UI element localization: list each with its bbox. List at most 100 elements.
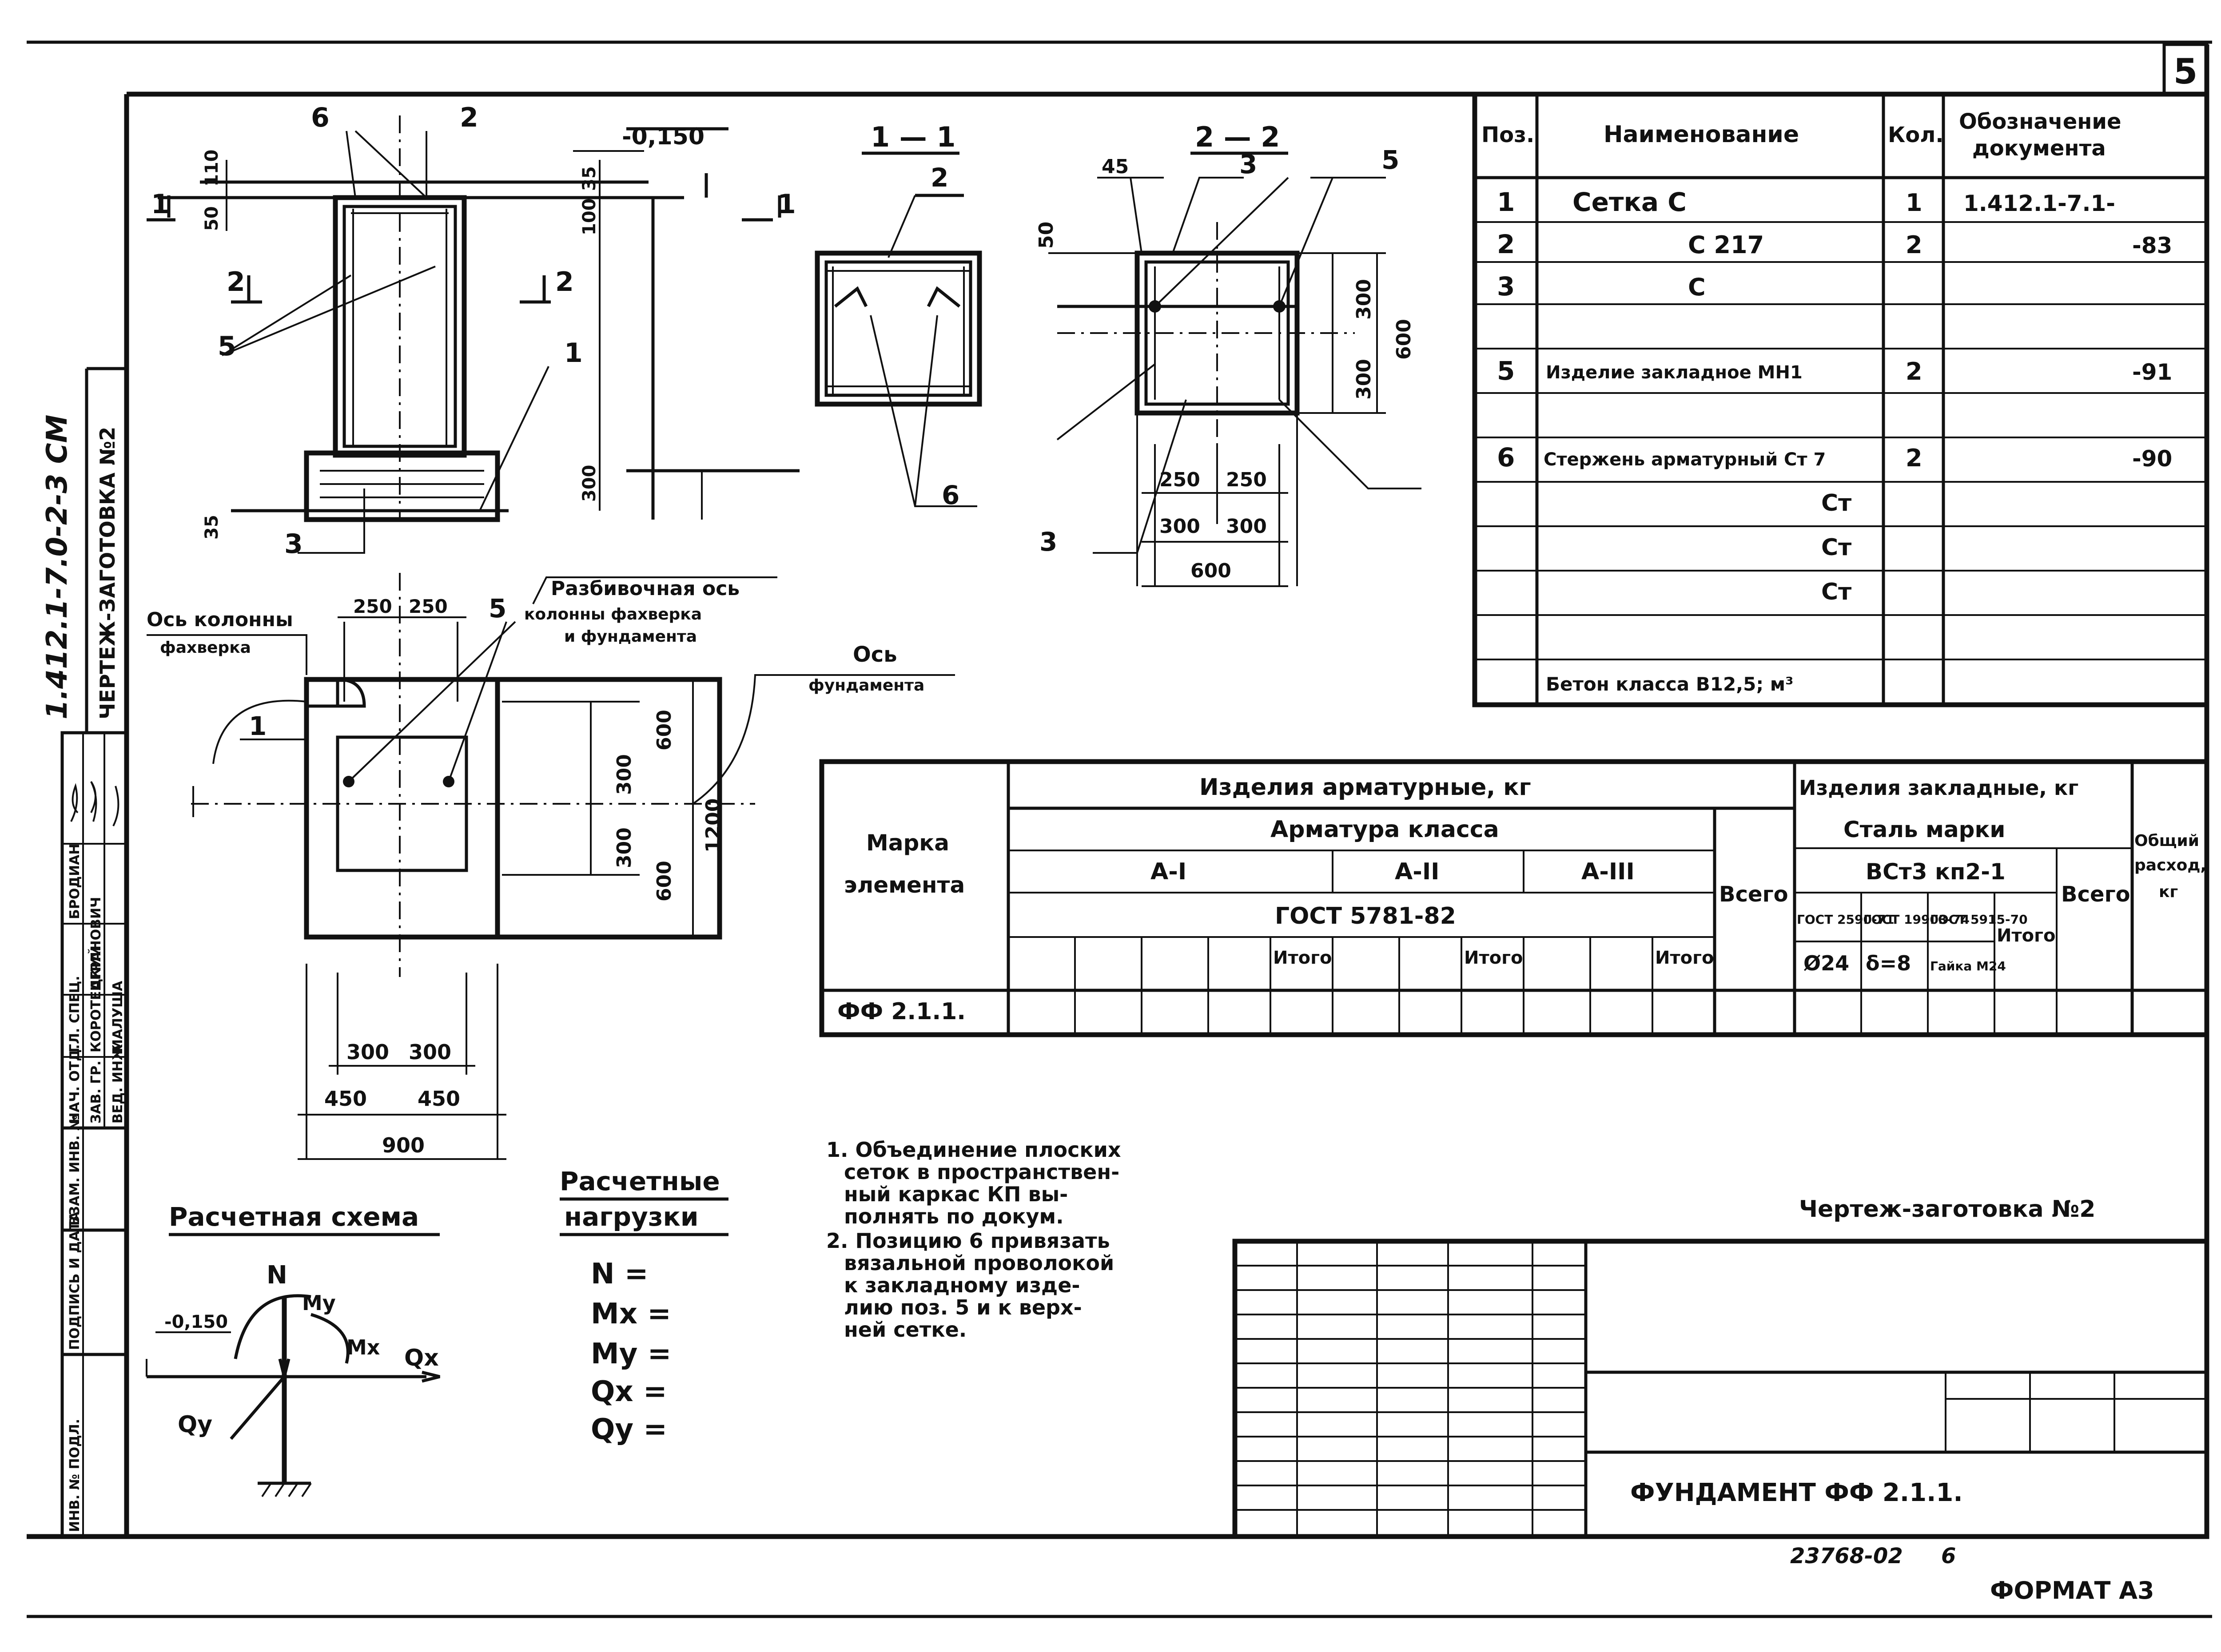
- plan-dim-right-300-top: 300: [613, 754, 636, 795]
- steel-embedded-size-3: Гайка М24: [1930, 959, 2006, 973]
- plan-axis-layout-label-2: колонны фахверка: [524, 605, 702, 623]
- plan-axis-layout-label-3: и фундамента: [564, 627, 697, 646]
- element-name: ФУНДАМЕНТ ФФ 2.1.1.: [1630, 1478, 1963, 1507]
- section-2-2-dim-50: 50: [1035, 222, 1058, 249]
- load-item-my: My =: [591, 1338, 671, 1370]
- note-2-line-1: 2. Позицию 6 привязать: [826, 1229, 1110, 1253]
- section-2-2-dim-45: 45: [1102, 155, 1129, 178]
- spec-row-qty: 2: [1906, 444, 1922, 472]
- table-row: 2 С 217 2 -83: [1497, 229, 2172, 259]
- elevation-dim-35-bottom: 35: [202, 515, 222, 540]
- spec-header-name: Наименование: [1604, 121, 1799, 148]
- spec-header-doc-full: Обозначение документа: [1954, 168, 1961, 169]
- steel-total-header-3: кг: [2159, 883, 2178, 901]
- section-2-2-dim-600-bottom: 600: [1190, 560, 1231, 582]
- title-block: [1232, 1239, 2209, 1539]
- doc-code-vertical: 1.412.1-7.0-2-3 СМ: [41, 415, 74, 719]
- inventory-number: 23768-02: [1790, 1544, 1903, 1569]
- steel-embedded-size-2: δ=8: [1866, 951, 1911, 975]
- signatures: [70, 781, 119, 826]
- spec-row-doc: 1.412.1-7.1-: [1963, 191, 2115, 216]
- elevation-dim-35: 35: [579, 166, 600, 191]
- spec-row-name: Ст: [1821, 534, 1851, 561]
- side-title-vertical: ЧЕРТЕЖ-ЗАГОТОВКА №2: [96, 427, 119, 719]
- plan-axis-column-label-2: фахверка: [160, 639, 251, 657]
- scheme-label-my: My: [302, 1291, 336, 1315]
- plan-axis-foundation-full: Ось фундамента: [808, 696, 813, 698]
- spec-row-name: Сетка С: [1572, 187, 1687, 217]
- steel-class-a2: A-II: [1395, 858, 1440, 885]
- elevation-level-label: -0,150: [622, 123, 705, 150]
- section-2-2-dim-300-left: 300: [1159, 515, 1200, 538]
- spec-row-doc: -91: [2132, 359, 2172, 385]
- spec-row-name: Изделие закладное МН1: [1546, 362, 1803, 383]
- steel-itogo-a2: Итого: [1464, 948, 1523, 968]
- section-2-2-dim-250-left: 250: [1159, 469, 1200, 491]
- steel-gost-rebar: ГОСТ 5781-82: [1275, 903, 1456, 929]
- elevation-dim-100: 100: [579, 199, 600, 236]
- section-2-2-callout-3-bottom: 3: [1039, 527, 1057, 557]
- spec-row-qty: 2: [1906, 357, 1922, 385]
- section-2-2-title: 2 — 2: [1195, 121, 1280, 153]
- load-item-mx: Mx =: [591, 1298, 671, 1330]
- spec-row-doc: -83: [2132, 233, 2172, 258]
- plan-view: [147, 573, 955, 1160]
- steel-vsego-rebar: Всего: [1719, 882, 1788, 907]
- elevation-dim-300: 300: [579, 465, 600, 502]
- plan-axis-foundation-label-2: фундамента: [808, 676, 924, 695]
- plan-dim-bottom-450-left: 450: [324, 1087, 367, 1111]
- spec-row-qty: 2: [1906, 231, 1922, 259]
- steel-embedded-gost-1: ГОСТ 2590-71: [1797, 912, 1895, 927]
- section-1-1-callout-2: 2: [931, 163, 948, 193]
- section-2-2-dim-250-right: 250: [1226, 469, 1267, 491]
- elevation-callout-1: 1: [564, 338, 583, 369]
- elevation-callout-6: 6: [311, 102, 330, 133]
- plan-dim-top-250-right: 250: [409, 596, 448, 617]
- section-2-2-dim-300-bottom: 300: [1353, 359, 1375, 400]
- table-row: Бетон класса В12,5; м³: [1546, 673, 1793, 695]
- section-1-1-title: 1 — 1: [871, 121, 955, 153]
- load-item-n: N =: [591, 1258, 648, 1291]
- spec-row-name: Ст: [1821, 490, 1851, 516]
- plan-axis-column-label: Ось колонны: [147, 608, 293, 631]
- steel-rebar-class-header: Арматура класса: [1270, 816, 1499, 843]
- spec-header-doc: Обозначение: [1959, 109, 2121, 134]
- loads-title-1: Расчетные: [560, 1166, 720, 1196]
- elevation-section-mark-2-left: 2: [227, 266, 245, 298]
- steel-embedded-header: Изделия закладные, кг: [1799, 776, 2078, 800]
- plan-dim-right-600-bottom: 600: [653, 861, 676, 901]
- plan-dim-top-250-left: 250: [353, 596, 392, 617]
- spec-row-name: С: [1688, 273, 1706, 301]
- spec-table-grid: [1472, 91, 2209, 707]
- plan-axis-layout-label: Разбивочная ось: [551, 577, 740, 600]
- stamp-name-3: АГРАНОВИЧ: [88, 897, 104, 990]
- note-2-line-5: ней сетке.: [844, 1318, 967, 1342]
- steel-embedded-gost-3: ГОСТ 5915-70: [1930, 912, 2028, 927]
- elevation-dim-50: 50: [202, 206, 222, 231]
- spec-header-doc-2: документа: [1972, 136, 2106, 161]
- design-scheme: Расчетная схема: [146, 1202, 440, 1497]
- spec-row-pos: 2: [1497, 229, 1515, 259]
- elevation-view: [147, 115, 800, 554]
- table-row: 6 Стержень арматурный Ст 7 2 -90: [1497, 442, 2172, 473]
- sheet-format: ФОРМАТ А3: [1990, 1577, 2154, 1604]
- spec-row-pos: 1: [1497, 187, 1515, 217]
- scheme-title: Расчетная схема: [169, 1202, 419, 1232]
- steel-total-header: Общий: [2134, 832, 2199, 850]
- steel-mark-header-2: элемента: [844, 872, 965, 898]
- plan-dim-right-1200: 1200: [702, 798, 724, 853]
- steel-total-header-full: Общий расход, кг: [2134, 901, 2139, 902]
- section-2-2-dim-600-right: 600: [1393, 319, 1415, 360]
- plan-dim-right-300-bottom: 300: [613, 827, 636, 868]
- table-row: Ст: [1821, 579, 1851, 605]
- elevation-dim-110: 110: [202, 150, 222, 187]
- steel-class-a1: A-I: [1150, 858, 1186, 885]
- stamp-name-4: МАЛУША: [110, 981, 126, 1052]
- scheme-label-qx: Qx: [404, 1345, 439, 1371]
- side-stamp: [60, 367, 128, 1538]
- scheme-label-n: N: [267, 1261, 287, 1290]
- spec-row-name: Стержень арматурный Ст 7: [1544, 449, 1826, 470]
- spec-row-pos: 5: [1497, 356, 1515, 386]
- plan-axis-layout-full: Разбивочная ось колонны фахверка и фунда…: [551, 647, 564, 649]
- plan-axis-column-full: Ось колонны фахверка: [147, 665, 153, 667]
